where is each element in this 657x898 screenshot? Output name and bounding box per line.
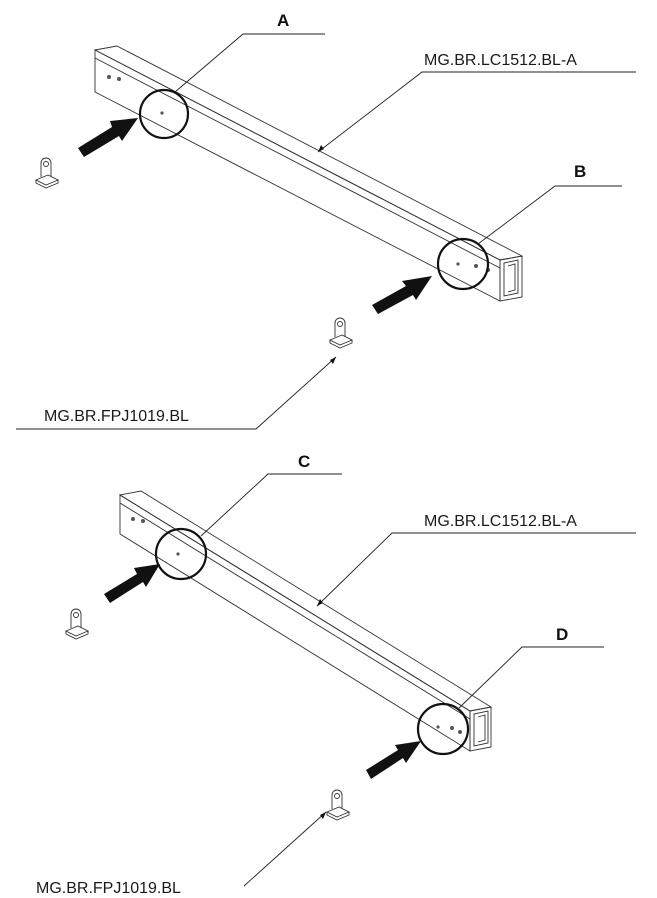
detail-circle-d bbox=[416, 702, 470, 756]
beam-part-label: MG.BR.LC1512.BL-A bbox=[424, 513, 577, 530]
bracket-icon bbox=[325, 789, 351, 821]
leader-beam-bottom bbox=[316, 532, 636, 607]
bracket-icon bbox=[34, 157, 60, 189]
detail-circle-a bbox=[138, 88, 190, 140]
insert-arrow-icon bbox=[78, 118, 138, 157]
leader-beam-top bbox=[317, 71, 636, 153]
callout-b: B bbox=[574, 162, 586, 181]
bracket-part-label: MG.BR.FPJ1019.BL bbox=[44, 408, 189, 425]
leader-d bbox=[458, 646, 604, 709]
callout-d: D bbox=[556, 625, 568, 644]
leader-bracket-bottom bbox=[243, 811, 327, 887]
bracket-part-label: MG.BR.FPJ1019.BL bbox=[36, 880, 181, 897]
bracket-icon bbox=[328, 317, 354, 349]
top-assembly: A B MG.BR.LC1512.BL-A MG.BR.FPJ1019.BL bbox=[16, 11, 636, 430]
insert-arrow-icon bbox=[104, 564, 160, 603]
leader-bracket-top bbox=[16, 356, 337, 430]
beam-top bbox=[93, 45, 524, 302]
bracket-icon bbox=[64, 608, 90, 640]
callout-a: A bbox=[277, 11, 289, 30]
insert-arrow-icon bbox=[372, 276, 432, 314]
beam-part-label: MG.BR.LC1512.BL-A bbox=[424, 52, 577, 69]
beam-bottom bbox=[118, 490, 493, 752]
bottom-assembly: C D MG.BR.LC1512.BL-A MG.BR.FPJ1019.BL bbox=[36, 452, 636, 897]
insert-arrow-icon bbox=[366, 741, 421, 779]
detail-circle-c bbox=[154, 527, 208, 581]
leader-b bbox=[477, 185, 622, 245]
callout-c: C bbox=[298, 452, 310, 471]
detail-circle-b bbox=[436, 237, 490, 291]
leader-a bbox=[174, 33, 325, 93]
leader-c bbox=[200, 473, 342, 537]
